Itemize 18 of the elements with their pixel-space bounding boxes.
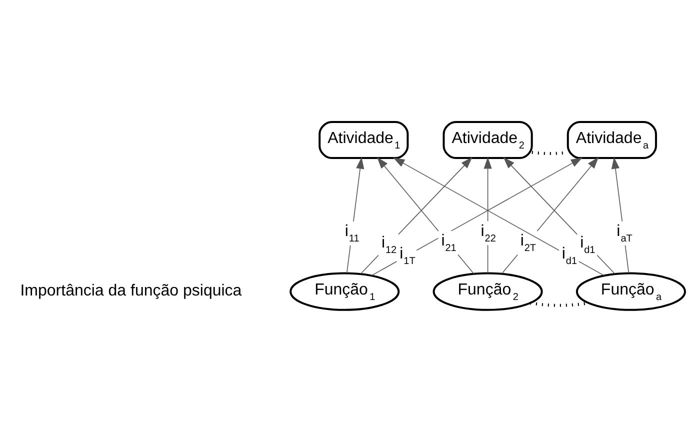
node-box: Atividade$_{a}$ <box>566 121 657 160</box>
edge-label: i$_{12}$ <box>381 234 397 256</box>
arrow <box>503 157 616 274</box>
edge-label: i$_{2T}$ <box>520 232 536 254</box>
node-box: Atividade$_{1}$ <box>318 121 409 160</box>
node-ellipse: Função$_{1}$ <box>290 272 400 311</box>
edge-label: i$_{1T}$ <box>400 246 416 268</box>
edge-label: i$_{d1}$ <box>580 234 596 256</box>
edge-label: i$_{d1}$ <box>562 246 578 268</box>
arrow <box>360 157 472 274</box>
edge-label: i$_{22}$ <box>480 222 496 244</box>
edge-label: i$_{11}$ <box>344 223 360 245</box>
node-ellipse: Função$_{2}$ <box>432 272 543 311</box>
label: Importância da função psiquica <box>20 282 242 300</box>
node-box: Atividade$_{2}$ <box>442 121 533 160</box>
node-ellipse: Função$_{a}$ <box>576 272 686 311</box>
edge-label: i$_{21}$ <box>441 232 456 254</box>
edge-label: i$_{aT}$ <box>616 223 632 245</box>
